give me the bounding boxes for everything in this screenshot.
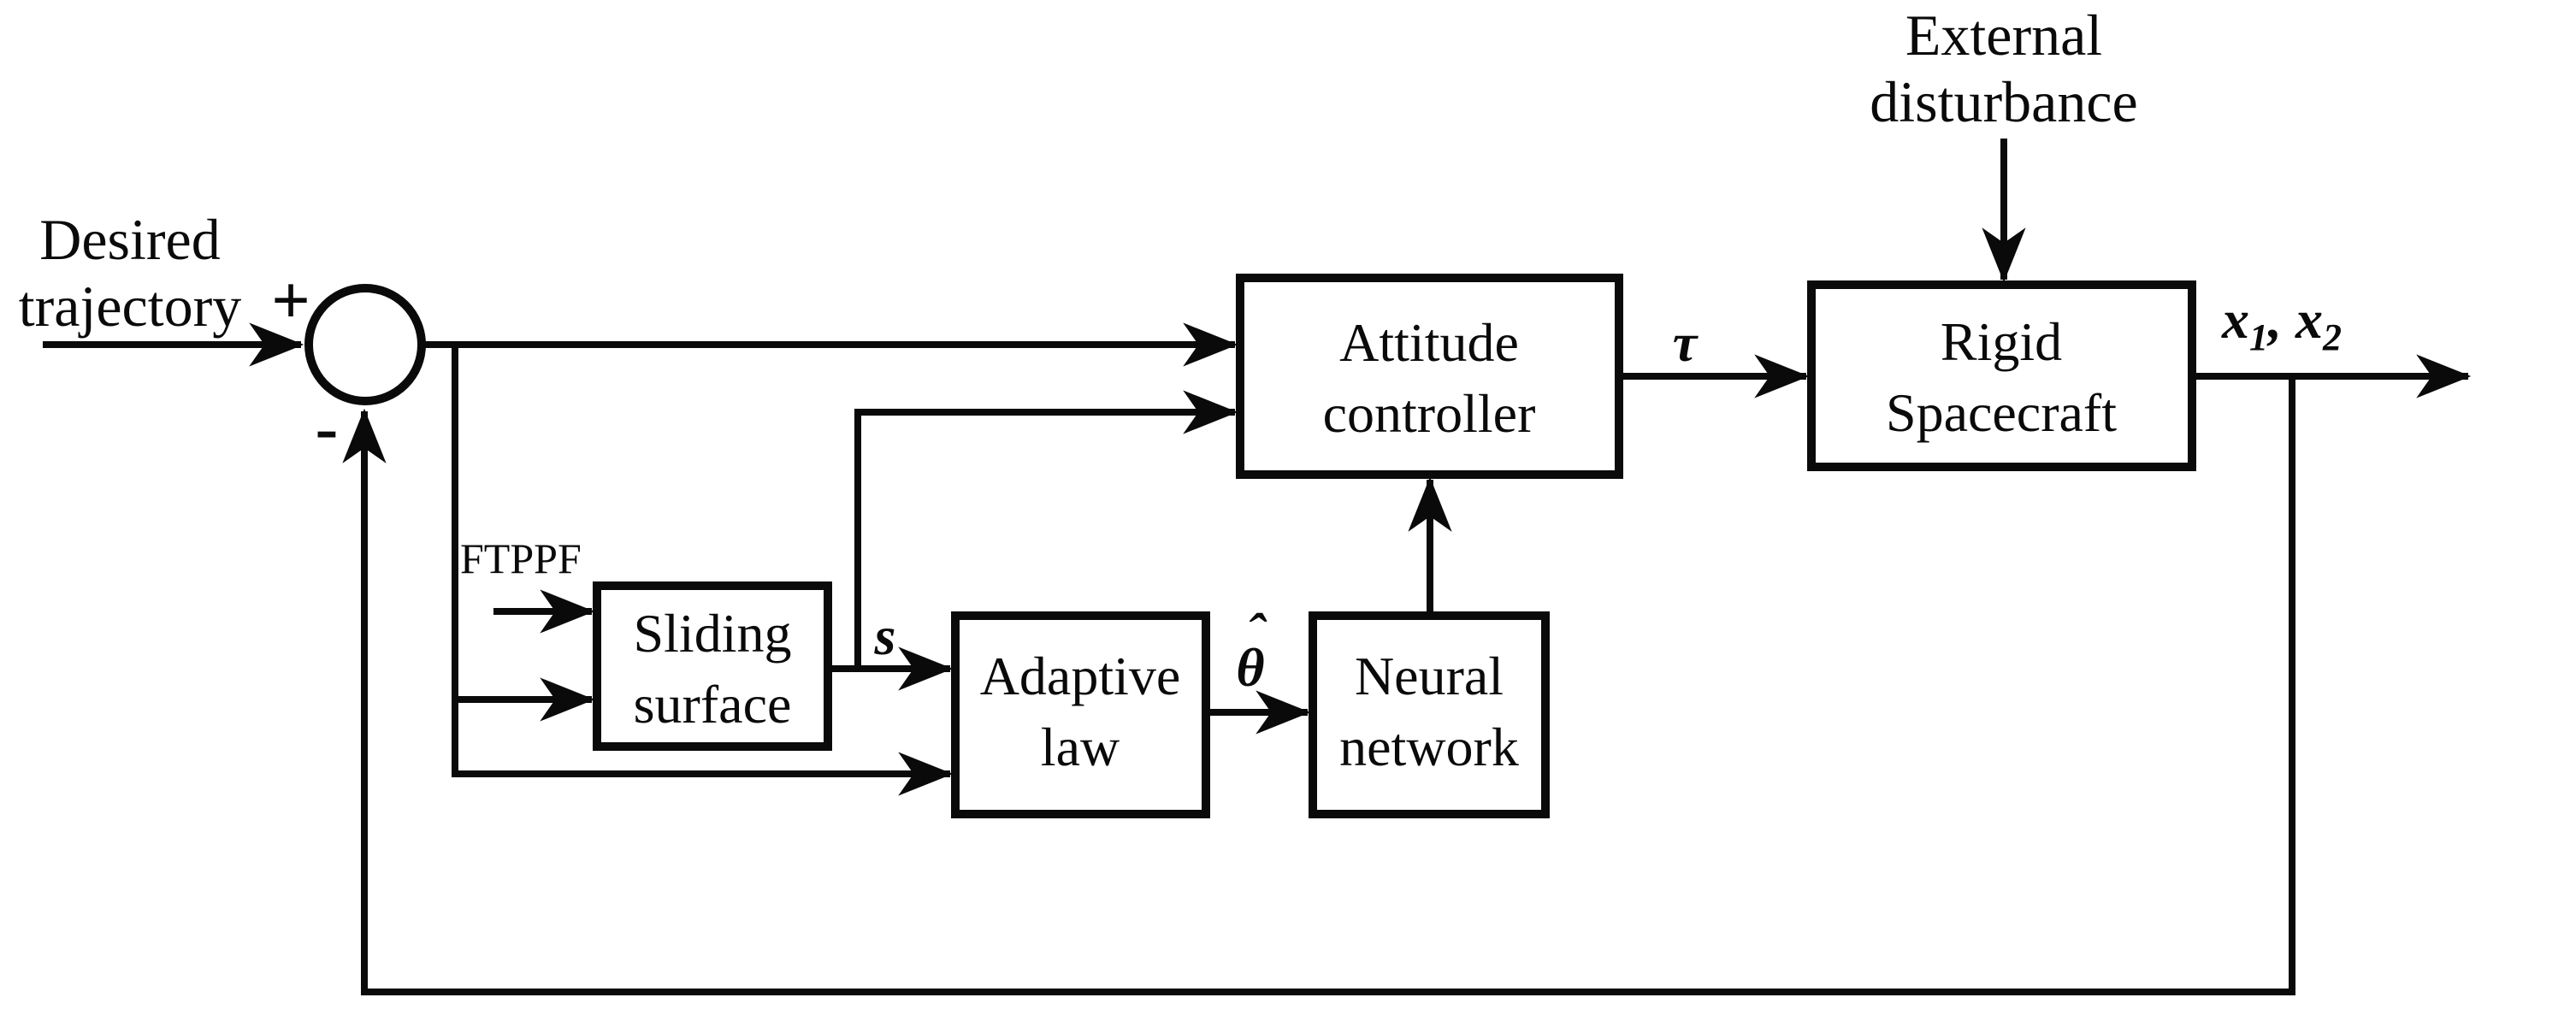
- x1-symbol: x: [2221, 289, 2249, 350]
- plus-sign-label: +: [271, 263, 310, 339]
- ftppf-label: FTPPF: [460, 534, 582, 582]
- neural-network-label-line1: Neural: [1355, 646, 1504, 706]
- attitude-controller-label-line1: Attitude: [1339, 312, 1519, 373]
- sliding-surface-block: Sliding surface: [593, 581, 832, 751]
- rigid-spacecraft-block: Rigid Spacecraft: [1807, 280, 2196, 471]
- external-disturbance-label-line2: disturbance: [1870, 69, 2137, 134]
- output-state-label: x1, x2: [2221, 289, 2342, 358]
- sliding-surface-label-line1: Sliding: [634, 603, 792, 664]
- attitude-controller-label-line2: controller: [1323, 383, 1536, 444]
- s-to-attitude-arrow: [854, 390, 1238, 669]
- rigid-spacecraft-label-line2: Spacecraft: [1886, 382, 2117, 443]
- theta-hat-label: θ: [1236, 637, 1264, 698]
- error-branch-to-adaptive-arrow: [452, 345, 954, 796]
- rigid-spacecraft-label-line1: Rigid: [1941, 311, 2062, 372]
- neural-network-block: Neural network: [1309, 611, 1550, 818]
- attitude-controller-block: Attitude controller: [1236, 274, 1623, 479]
- adaptive-law-box: [951, 611, 1210, 818]
- theta-hat-accent: ˆ: [1246, 603, 1267, 664]
- desired-trajectory-label-line2: trajectory: [19, 274, 242, 339]
- minus-sign-label: -: [316, 391, 339, 466]
- summing-junction-circle: [304, 284, 426, 405]
- sliding-surface-label-line2: surface: [634, 674, 792, 735]
- neural-network-box: [1309, 611, 1550, 818]
- x1-subscript: 1: [2249, 316, 2268, 358]
- adaptive-law-block: Adaptive law: [951, 611, 1210, 818]
- tau-label: τ: [1673, 312, 1699, 373]
- attitude-controller-box: [1236, 274, 1623, 479]
- external-disturbance-label-line1: External: [1905, 3, 2102, 68]
- comma-separator: ,: [2266, 289, 2295, 350]
- neural-network-label-line2: network: [1339, 717, 1519, 777]
- adaptive-law-label-line1: Adaptive: [980, 646, 1181, 706]
- x2-subscript: 2: [2322, 316, 2342, 358]
- desired-trajectory-label-line1: Desired: [39, 207, 220, 272]
- adaptive-law-label-line2: law: [1041, 717, 1120, 777]
- s-signal-label: s: [874, 605, 896, 666]
- x2-symbol: x: [2295, 289, 2323, 350]
- feedback-path-arrow: [342, 376, 2295, 995]
